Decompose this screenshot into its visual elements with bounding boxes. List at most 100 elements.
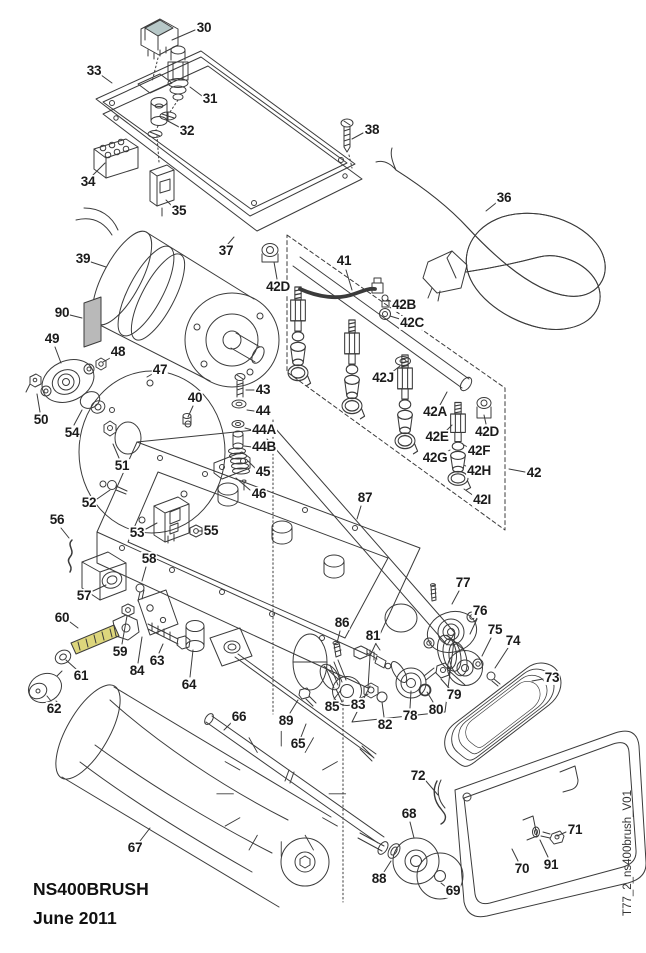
part-label-49: 49 [43, 330, 61, 347]
part-label-31: 31 [201, 90, 219, 107]
part-label-34: 34 [79, 173, 97, 190]
part-label-42H: 42H [466, 462, 492, 479]
part-label-68: 68 [400, 805, 418, 822]
micro-switch-block [153, 496, 203, 544]
part-label-32: 32 [178, 122, 196, 139]
part-label-86: 86 [333, 614, 351, 631]
part-label-42I: 42I [472, 491, 492, 508]
part-label-33: 33 [85, 62, 103, 79]
part-label-30: 30 [195, 19, 213, 36]
part-label-42F: 42F [466, 442, 492, 459]
spray-system-group [261, 234, 506, 531]
left-pivot-brackets [67, 539, 253, 667]
panel-screw [340, 118, 354, 169]
power-cord [375, 147, 606, 330]
part-label-70: 70 [513, 860, 531, 877]
drawing-reference: T77_2_ns400brush_V01 [622, 790, 634, 916]
part-label-80: 80 [427, 701, 445, 718]
part-label-87: 87 [356, 489, 374, 506]
rocker-switch [140, 18, 179, 83]
part-label-65: 65 [289, 735, 307, 752]
part-label-52: 52 [80, 494, 98, 511]
part-label-47: 47 [151, 361, 169, 378]
part-label-42D: 42D [474, 423, 500, 440]
part-label-54: 54 [63, 424, 81, 441]
circuit-breaker [159, 45, 189, 121]
part-label-38: 38 [363, 121, 381, 138]
part-label-42C: 42C [399, 314, 425, 331]
control-panel-plate [95, 50, 363, 232]
part-label-46: 46 [250, 485, 268, 502]
title-block: NS400BRUSH June 2011 [33, 875, 149, 933]
part-label-42D: 42D [265, 278, 291, 295]
brush-shaft-group [204, 653, 464, 900]
part-label-55: 55 [202, 522, 220, 539]
part-label-43: 43 [254, 381, 272, 398]
front-flange-bearing [25, 357, 107, 414]
part-label-63: 63 [148, 652, 166, 669]
part-label-82: 82 [376, 716, 394, 733]
part-label-83: 83 [349, 696, 367, 713]
part-label-79: 79 [445, 686, 463, 703]
part-label-59: 59 [111, 643, 129, 660]
part-label-88: 88 [370, 870, 388, 887]
terminal-block [93, 138, 139, 179]
part-label-61: 61 [72, 667, 90, 684]
part-label-91: 91 [542, 856, 560, 873]
part-label-57: 57 [75, 587, 93, 604]
belt-cover [433, 730, 646, 918]
part-label-53: 53 [128, 524, 146, 541]
part-label-35: 35 [170, 202, 188, 219]
part-label-74: 74 [504, 632, 522, 649]
part-label-44A: 44A [251, 421, 277, 438]
part-label-85: 85 [323, 698, 341, 715]
part-label-42J: 42J [371, 369, 395, 386]
part-label-71: 71 [566, 821, 584, 838]
part-label-42: 42 [525, 464, 543, 481]
part-label-44: 44 [254, 402, 272, 419]
part-label-90: 90 [53, 304, 71, 321]
part-label-36: 36 [495, 189, 513, 206]
part-label-62: 62 [45, 700, 63, 717]
part-label-81: 81 [364, 627, 382, 644]
part-label-78: 78 [401, 707, 419, 724]
label-decal [83, 296, 102, 348]
part-label-45: 45 [254, 463, 272, 480]
part-label-69: 69 [444, 882, 462, 899]
brush-cylinder [55, 684, 347, 908]
adjuster-knob-group [27, 614, 140, 707]
part-label-41: 41 [335, 252, 353, 269]
part-label-40: 40 [186, 389, 204, 406]
part-label-66: 66 [230, 708, 248, 725]
chassis-deck [96, 427, 456, 723]
part-label-76: 76 [471, 602, 489, 619]
part-label-42A: 42A [422, 403, 448, 420]
part-label-39: 39 [74, 250, 92, 267]
part-label-56: 56 [48, 511, 66, 528]
part-label-64: 64 [180, 676, 198, 693]
part-label-72: 72 [409, 767, 427, 784]
part-label-84: 84 [128, 662, 146, 679]
part-label-77: 77 [454, 574, 472, 591]
part-label-89: 89 [277, 712, 295, 729]
part-label-42G: 42G [421, 449, 449, 466]
relay [149, 135, 175, 217]
indicator-lamp [147, 97, 168, 138]
part-label-50: 50 [32, 411, 50, 428]
part-label-42B: 42B [391, 296, 417, 313]
part-label-67: 67 [126, 839, 144, 856]
drive-bearing-group [319, 583, 501, 706]
part-label-51: 51 [113, 457, 131, 474]
part-label-44B: 44B [251, 438, 277, 455]
product-title: NS400BRUSH [33, 879, 149, 899]
part-label-73: 73 [543, 669, 561, 686]
part-label-37: 37 [217, 242, 235, 259]
part-label-75: 75 [486, 621, 504, 638]
tension-screw-assembly [182, 373, 274, 715]
part-label-58: 58 [140, 550, 158, 567]
document-date: June 2011 [33, 908, 117, 928]
part-label-48: 48 [109, 343, 127, 360]
part-label-42E: 42E [424, 428, 450, 445]
